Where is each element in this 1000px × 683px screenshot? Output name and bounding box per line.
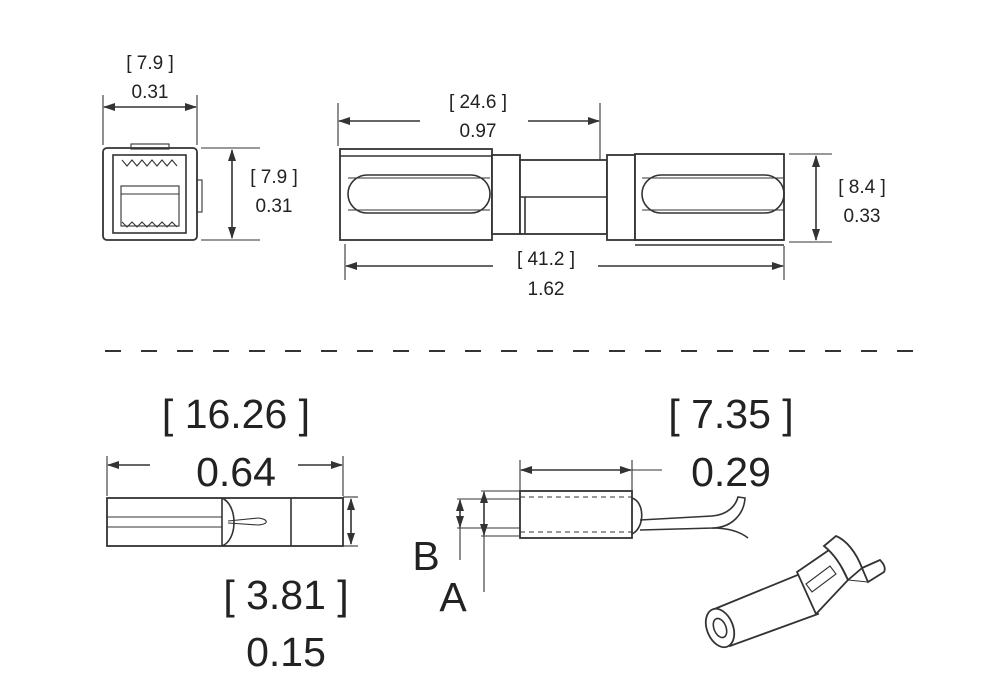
- housing-length-in: 0.97: [460, 121, 497, 142]
- overall-length-mm: [ 41.2 ]: [517, 249, 575, 270]
- mated-connector-pair: [339, 148, 785, 246]
- contact-diameter-in: 0.15: [246, 629, 326, 675]
- side-view: [ 24.6 ] 0.97 [ 8.: [337, 92, 886, 300]
- label-b: B: [412, 533, 439, 579]
- barrel-length-mm: [ 7.35 ]: [668, 391, 793, 437]
- overall-length-in: 1.62: [528, 279, 565, 300]
- contact-view: [ 16.26 ] 0.64 [ 3.81 ] 0.15: [106, 391, 358, 675]
- end-view-height-in: 0.31: [256, 196, 293, 217]
- contact-diameter-mm: [ 3.81 ]: [223, 572, 348, 618]
- contact-detail-view: [ 7.35 ] 0.29 B A: [412, 391, 886, 649]
- contact-side-profile: [106, 497, 344, 547]
- end-view-width-in: 0.31: [132, 82, 169, 103]
- barrel-length-in: 0.29: [691, 449, 771, 495]
- end-view-height-mm: [ 7.9 ]: [250, 167, 298, 188]
- height-in: 0.33: [844, 206, 881, 227]
- contact-isometric: [704, 534, 886, 649]
- housing-length-mm: [ 24.6 ]: [449, 92, 507, 113]
- contact-length-mm: [ 16.26 ]: [162, 391, 310, 437]
- end-view-housing: [102, 143, 203, 241]
- contact-length-in: 0.64: [196, 449, 276, 495]
- height-mm: [ 8.4 ]: [838, 177, 886, 198]
- end-view: [ 7.9 ] 0.31 [ 7.9 ] 0.31: [102, 53, 298, 241]
- label-a: A: [439, 574, 467, 620]
- contact-barrel-profile: [519, 490, 749, 539]
- end-view-width-mm: [ 7.9 ]: [126, 53, 174, 74]
